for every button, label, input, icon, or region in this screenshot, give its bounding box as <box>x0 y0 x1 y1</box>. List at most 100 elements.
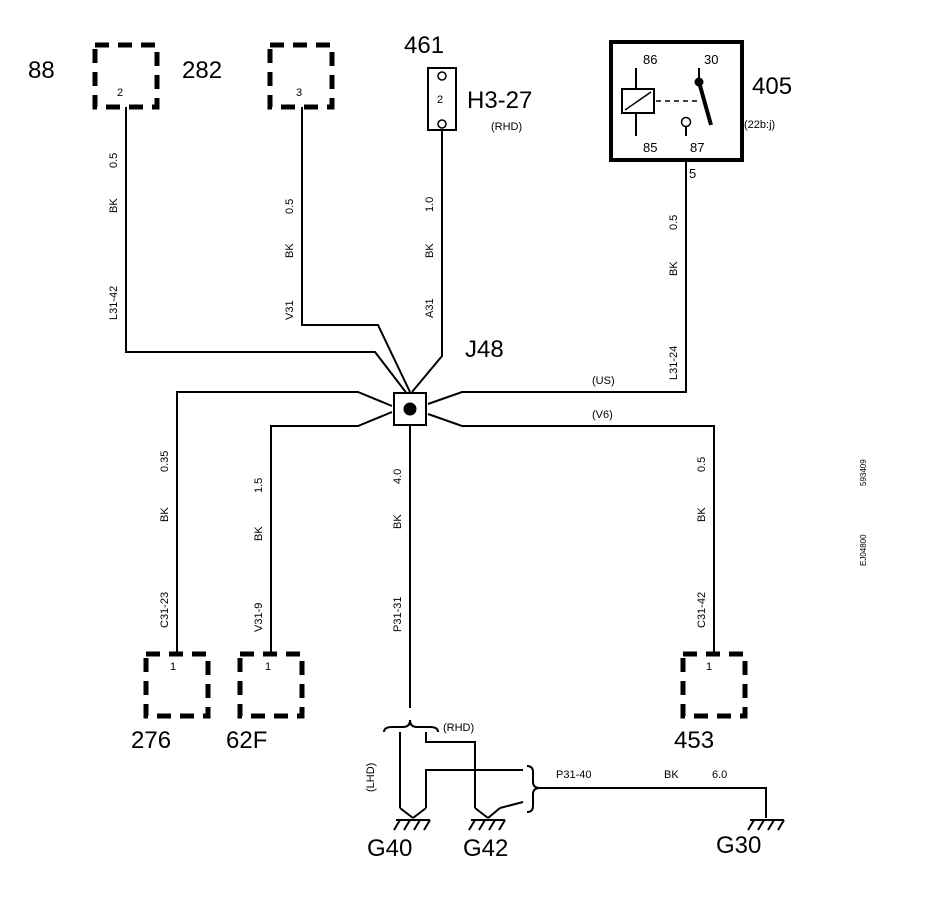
wire-lhd-to-g30 <box>425 769 523 808</box>
ground-g40-hatch-3 <box>413 819 421 831</box>
wire-v31-circuit: V31 <box>284 300 296 320</box>
relay-405-code: 405 <box>752 73 792 100</box>
ground-g30-hatch-1 <box>747 819 755 831</box>
wire-v31-color: BK <box>284 243 296 258</box>
connector-461-code: 461 <box>404 32 444 59</box>
wire-p31-40-color: BK <box>664 769 679 781</box>
wire-l31-24-labels: 0.5 BK L31-24 <box>668 215 680 380</box>
connector-62f-box <box>237 651 305 719</box>
side-code-1: 593409 <box>859 459 868 486</box>
rhd-lhd-bracket <box>383 719 439 733</box>
wire-l31-42-size: 0.5 <box>108 153 120 168</box>
wire-g42-link <box>499 801 524 809</box>
ground-g40-lead-right <box>412 807 427 819</box>
ground-g30-hatch-2 <box>757 819 765 831</box>
connector-453-code: 453 <box>674 727 714 754</box>
splice-j48-name: J48 <box>465 336 504 363</box>
relay-pin-87: 87 <box>690 140 704 155</box>
connector-88-pin: 2 <box>117 87 123 99</box>
connector-h3-27-note: (RHD) <box>491 121 522 133</box>
wire-l31-24-size: 0.5 <box>668 215 680 230</box>
wire-v31-9-size: 1.5 <box>253 478 265 493</box>
wire-l31-42-circuit: L31-42 <box>108 286 120 320</box>
wire-p31-31-color: BK <box>392 514 404 529</box>
relay-405-box <box>609 40 744 162</box>
connector-62f-pin: 1 <box>265 661 271 673</box>
wire-c31-23-color: BK <box>159 507 171 522</box>
ground-g40-label: G40 <box>367 835 412 862</box>
wire-l31-42 <box>125 107 409 396</box>
ground-g42-symbol <box>468 807 506 831</box>
connector-461-pin: 2 <box>437 94 443 106</box>
ground-g40-symbol <box>393 807 431 831</box>
wire-v31-9-circuit: V31-9 <box>253 603 265 632</box>
wire-a31-size: 1.0 <box>424 197 436 212</box>
ground-rhd-note: (RHD) <box>443 722 474 734</box>
ground-g42-lead-right <box>487 807 501 819</box>
connector-453-pin: 1 <box>706 661 712 673</box>
wire-v31-9 <box>270 411 393 652</box>
g30-bracket <box>526 765 541 813</box>
ground-g40-hatch-2 <box>403 819 411 831</box>
ground-g40-hatch-1 <box>393 819 401 831</box>
wire-c31-42-v6 <box>427 413 715 652</box>
wire-c31-23-size: 0.35 <box>159 451 171 472</box>
wire-v31-9-color: BK <box>253 526 265 541</box>
wire-c31-42-color: BK <box>696 507 708 522</box>
splice-j48-dot <box>403 402 417 416</box>
side-code-2: EJ04800 <box>859 534 868 566</box>
wire-p31-31-size: 4.0 <box>392 469 404 484</box>
ground-g30-hatch-4 <box>777 819 785 831</box>
wire-c31-23-circuit: C31-23 <box>159 592 171 628</box>
connector-461-terminal-top <box>437 71 447 81</box>
wire-a31-circuit: A31 <box>424 298 436 318</box>
ground-g40-lead-left <box>399 807 414 819</box>
wire-p31-40-circuit: P31-40 <box>556 769 591 781</box>
wire-v31 <box>301 107 411 393</box>
wire-p31-40-size: 6.0 <box>712 769 727 781</box>
connector-276-code: 276 <box>131 727 171 754</box>
wire-v31-9-labels: 1.5 BK V31-9 <box>253 478 265 632</box>
wire-p31-40 <box>540 787 767 818</box>
ground-g42-label: G42 <box>463 835 508 862</box>
wire-l31-24-circuit: L31-24 <box>668 346 680 380</box>
wire-p31-31-circuit: P31-31 <box>392 597 404 632</box>
relay-pin-30: 30 <box>704 52 718 67</box>
ground-g30-hatch-3 <box>767 819 775 831</box>
ground-g30-label: G30 <box>716 832 761 859</box>
connector-3-box <box>267 42 335 110</box>
connector-62f-code: 62F <box>226 727 267 754</box>
wire-c31-23 <box>176 391 393 652</box>
relay-405-location: (22b:j) <box>744 119 775 131</box>
wire-l31-42-color: BK <box>108 198 120 213</box>
wire-a31 <box>411 130 443 393</box>
ground-g42-hatch-4 <box>498 819 506 831</box>
connector-461-terminal-bottom <box>437 119 447 129</box>
wire-c31-42-circuit: C31-42 <box>696 592 708 628</box>
relay-contact-87 <box>680 116 692 128</box>
connector-276-pin: 1 <box>170 661 176 673</box>
wire-rhd-branch <box>425 732 476 808</box>
wire-p31-31-labels: 4.0 BK P31-31 <box>392 469 404 632</box>
connector-88-code: 88 <box>28 57 55 84</box>
ground-lhd-note: (LHD) <box>365 763 377 792</box>
relay-switch-arm <box>697 81 713 126</box>
relay-pin-85: 85 <box>643 140 657 155</box>
relay-coil-slash <box>624 91 652 111</box>
ground-g42-lead-left <box>474 807 489 819</box>
connector-282-code: 282 <box>182 57 222 84</box>
wire-v31-labels: 0.5 BK V31 <box>284 199 296 320</box>
connector-453-box <box>680 651 748 719</box>
connector-276-box <box>143 651 211 719</box>
wire-a31-color: BK <box>424 243 436 258</box>
connector-3-pin: 3 <box>296 87 302 99</box>
connector-88-box <box>92 42 160 110</box>
connector-h3-27-name: H3-27 <box>467 87 532 114</box>
wire-l31-24-color: BK <box>668 261 680 276</box>
wire-c31-42-size: 0.5 <box>696 457 708 472</box>
ground-g30-symbol <box>747 819 785 831</box>
wire-c31-23-labels: 0.35 BK C31-23 <box>159 451 171 628</box>
ground-g40-hatch-4 <box>423 819 431 831</box>
